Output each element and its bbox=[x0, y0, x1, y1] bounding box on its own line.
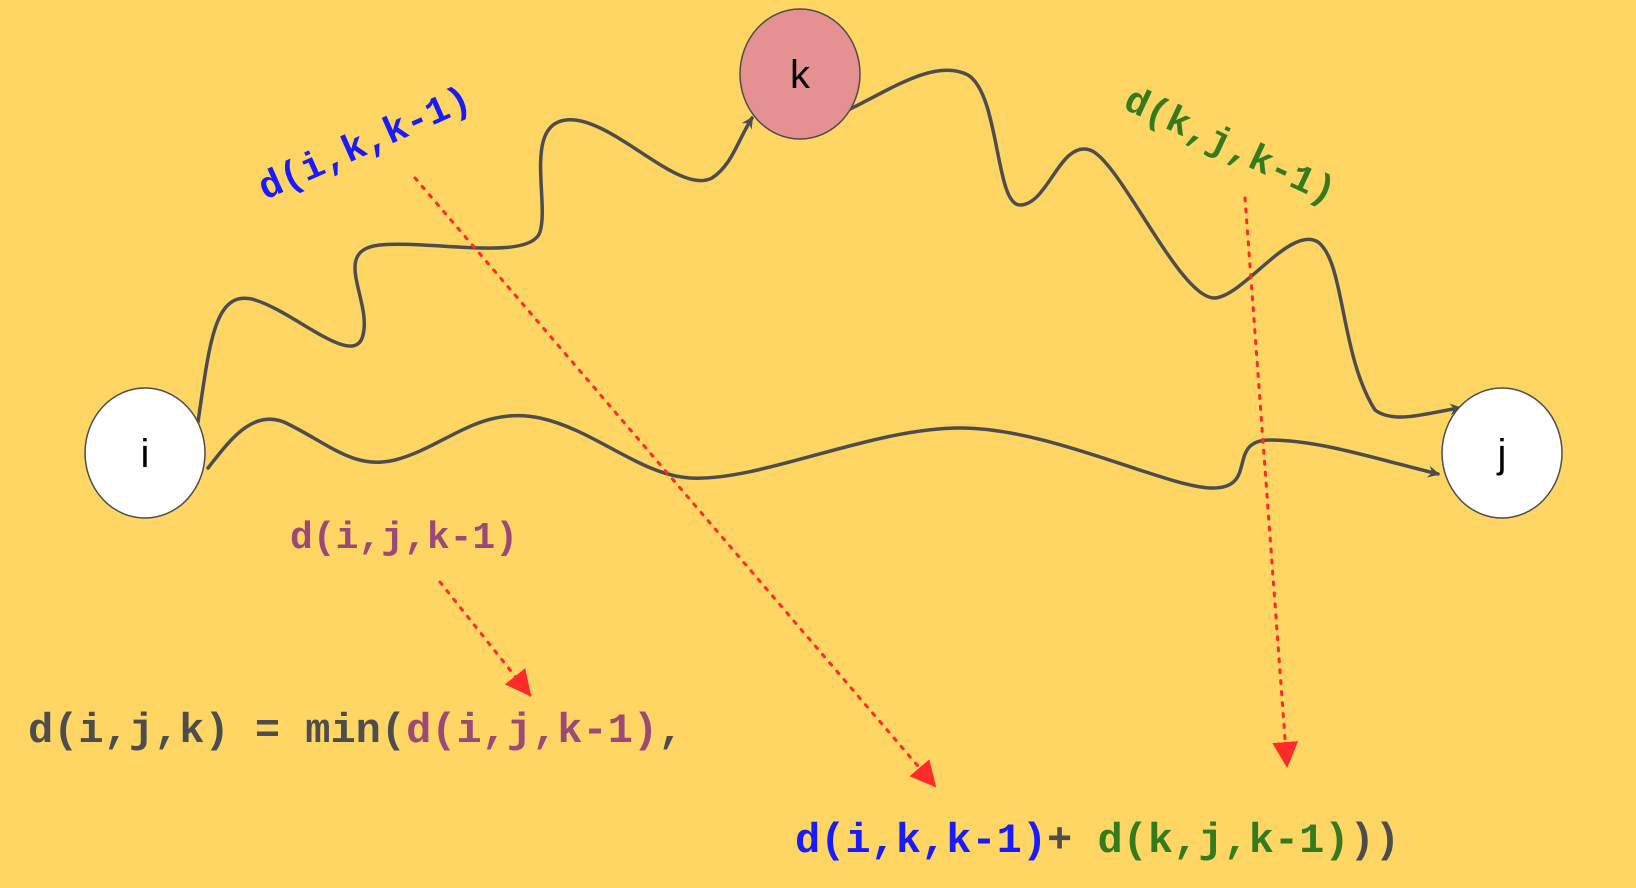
node-j-label: j bbox=[1497, 432, 1507, 476]
node-i bbox=[84, 387, 206, 519]
node-k-label: k bbox=[790, 53, 811, 97]
equation-close: )) bbox=[1350, 817, 1400, 865]
node-j bbox=[1441, 387, 1563, 519]
equation-line-1: d(i,j,k) = min(d(i,j,k-1), bbox=[28, 707, 683, 755]
pointer-ik bbox=[413, 176, 937, 788]
equation-term-ij: d(i,j,k-1) bbox=[406, 707, 658, 755]
pointer-ij bbox=[438, 580, 532, 697]
equation-term-ik: d(i,k,k-1) bbox=[795, 817, 1047, 865]
path-i-to-j bbox=[206, 413, 1440, 490]
label-path-kj: d(k,j,k-1) bbox=[1117, 80, 1342, 215]
equation-term-kj: d(k,j,k-1) bbox=[1097, 817, 1349, 865]
equation-lhs: d(i,j,k) = min( bbox=[28, 707, 406, 755]
equation-plus: + bbox=[1047, 817, 1097, 865]
label-path-ik: d(i,k,k-1) bbox=[252, 79, 478, 211]
node-k bbox=[739, 8, 861, 140]
pointer-kj bbox=[1243, 196, 1299, 768]
equation-separator: , bbox=[658, 707, 683, 755]
label-path-ij: d(i,j,k-1) bbox=[290, 517, 518, 560]
node-i-label: i bbox=[141, 432, 150, 476]
path-i-to-k bbox=[196, 116, 754, 424]
path-k-to-j bbox=[846, 68, 1462, 419]
equation-line-2: d(i,k,k-1)+ d(k,j,k-1))) bbox=[795, 817, 1400, 865]
